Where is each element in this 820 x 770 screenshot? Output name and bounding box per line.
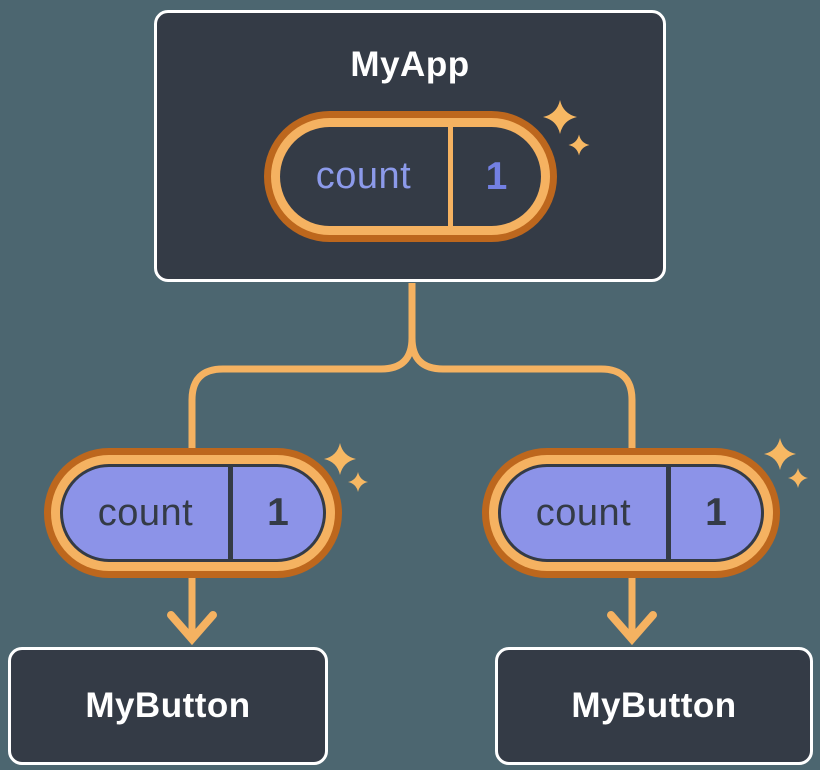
arrow-down-icon bbox=[167, 611, 217, 646]
prop-value-label: 1 bbox=[666, 467, 761, 559]
component-label: MyButton bbox=[85, 686, 251, 725]
component-node-mybutton-right: MyButton bbox=[495, 647, 813, 765]
prop-pill-body: count 1 bbox=[60, 464, 326, 562]
prop-name-label: count bbox=[97, 491, 194, 534]
component-node-mybutton-left: MyButton bbox=[8, 647, 328, 765]
prop-pill-ring: count 1 bbox=[489, 455, 773, 571]
state-pill: count 1 bbox=[263, 111, 557, 242]
prop-pill-left: count 1 bbox=[44, 448, 342, 578]
component-label: MyApp bbox=[350, 45, 470, 84]
prop-pill-ring: count 1 bbox=[51, 455, 335, 571]
state-name-label: count bbox=[315, 155, 412, 197]
prop-pill-right: count 1 bbox=[482, 448, 780, 578]
state-pill-ring: count 1 bbox=[270, 118, 550, 235]
state-pill-body: count 1 bbox=[279, 127, 541, 226]
component-label: MyButton bbox=[571, 686, 737, 725]
prop-pill-body: count 1 bbox=[498, 464, 764, 562]
prop-value-label: 1 bbox=[228, 467, 323, 559]
arrow-down-icon bbox=[607, 611, 657, 646]
prop-name-label: count bbox=[535, 491, 632, 534]
component-node-myapp: MyApp count 1 bbox=[154, 10, 666, 282]
state-value-label: 1 bbox=[447, 127, 541, 226]
